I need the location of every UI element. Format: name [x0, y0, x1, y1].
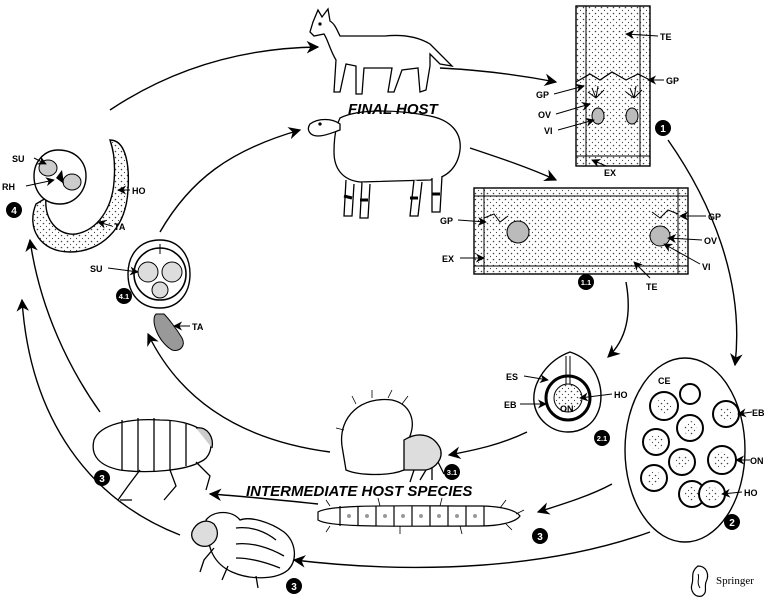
arrow-cyst-to-sheep	[159, 127, 302, 233]
stage-badge-3-larva: 3	[532, 528, 548, 544]
label-te-1: TE	[660, 32, 672, 42]
label-ta-41: TA	[192, 322, 204, 332]
label-gp-1-left: GP	[536, 90, 549, 100]
label-eb-2: EB	[752, 408, 765, 418]
label-gp-11-right: GP	[708, 212, 721, 222]
proglottid-stage-1	[575, 5, 651, 167]
label-ex-11: EX	[442, 254, 454, 264]
svg-text:2.1: 2.1	[597, 434, 607, 443]
svg-text:3: 3	[291, 582, 297, 593]
arrow-scolex-to-dog	[109, 40, 320, 111]
label-su-4: SU	[12, 154, 25, 164]
svg-text:3: 3	[537, 532, 543, 543]
arrow-eggmass-to-larva	[536, 483, 613, 515]
flea-illustration	[92, 418, 214, 501]
arrow-dog-to-proglottid	[439, 67, 558, 87]
sheep-illustration	[307, 110, 461, 219]
stage-4-label-lines	[25, 156, 130, 229]
louse-illustration	[191, 511, 295, 589]
label-gp-11-left: GP	[440, 216, 453, 226]
stage-2-label-lines	[721, 408, 753, 498]
label-vi-11: VI	[702, 262, 711, 272]
arrow-louse-to-scolex	[16, 298, 181, 536]
arrow-larva-to-flea	[208, 488, 319, 505]
label-ta-4: TA	[114, 222, 126, 232]
label-su-41: SU	[90, 264, 103, 274]
arrow-flea-to-scolex	[25, 238, 101, 413]
stage-badge-4-1: 4.1	[116, 288, 132, 304]
arrow-eggmass-to-louse	[292, 531, 651, 569]
arrow-sheep-to-proglottid	[469, 147, 558, 181]
svg-text:3.1: 3.1	[447, 468, 457, 477]
arrow-proglottid11-to-egg21	[607, 281, 629, 358]
stage-2-1-label-lines	[520, 374, 613, 409]
stage-badge-1-1: 1.1	[578, 274, 594, 290]
svg-text:3: 3	[99, 474, 105, 485]
svg-text:4: 4	[11, 206, 17, 217]
stage-badge-2: 2	[724, 514, 740, 530]
egg-stage-2-1	[533, 351, 602, 433]
arrow-proglottid-to-eggmass	[667, 139, 743, 367]
label-on-2: ON	[750, 456, 764, 466]
scolex-stage-4	[32, 139, 130, 253]
stage-badge-1: 1	[655, 120, 671, 136]
label-vi-1: VI	[544, 126, 553, 136]
label-ho-2: HO	[744, 488, 758, 498]
cycle-arrows	[16, 40, 743, 569]
stage-badge-3-flea: 3	[94, 470, 110, 486]
stage-badge-2-1: 2.1	[594, 430, 610, 446]
svg-text:1: 1	[660, 124, 666, 135]
label-ov-11: OV	[704, 236, 717, 246]
label-ex-1: EX	[604, 168, 616, 178]
label-es-21: ES	[506, 372, 518, 382]
arrow-larva31-to-cyst	[147, 332, 331, 453]
svg-text:4.1: 4.1	[119, 292, 129, 301]
stage-1-label-lines	[553, 30, 664, 168]
cysticercoid-stage-4-1	[127, 239, 191, 351]
stage-badge-3-louse: 3	[286, 578, 302, 594]
publisher-name: Springer	[716, 575, 754, 587]
label-ov-1: OV	[538, 110, 551, 120]
final-host-title: FINAL HOST	[348, 101, 440, 118]
stage-4-1-label-lines	[107, 266, 190, 331]
svg-text:1.1: 1.1	[581, 278, 591, 287]
springer-logo	[690, 565, 709, 597]
stage-badge-3-1: 3.1	[444, 464, 460, 480]
egg-mass-stage-2	[624, 357, 746, 543]
dog-illustration	[309, 7, 454, 95]
proglottid-stage-1-1	[473, 187, 689, 275]
label-on-21: ON	[560, 404, 574, 414]
svg-text:2: 2	[729, 518, 735, 529]
label-ho-4: HO	[132, 186, 146, 196]
label-ho-21: HO	[614, 390, 628, 400]
label-rh-4: RH	[2, 182, 15, 192]
intermediate-host-title: INTERMEDIATE HOST SPECIES	[246, 483, 472, 500]
arrow-egg21-to-larva31	[447, 431, 528, 460]
insect-larva-illustration	[317, 497, 525, 535]
label-gp-1-right: GP	[666, 76, 679, 86]
label-eb-21: EB	[504, 400, 517, 410]
label-ce-2: CE	[658, 376, 671, 386]
larva-stage-3-1	[335, 389, 445, 483]
stage-badge-4: 4	[6, 202, 22, 218]
label-te-11: TE	[646, 282, 658, 292]
stage-1-1-label-lines	[457, 211, 706, 279]
